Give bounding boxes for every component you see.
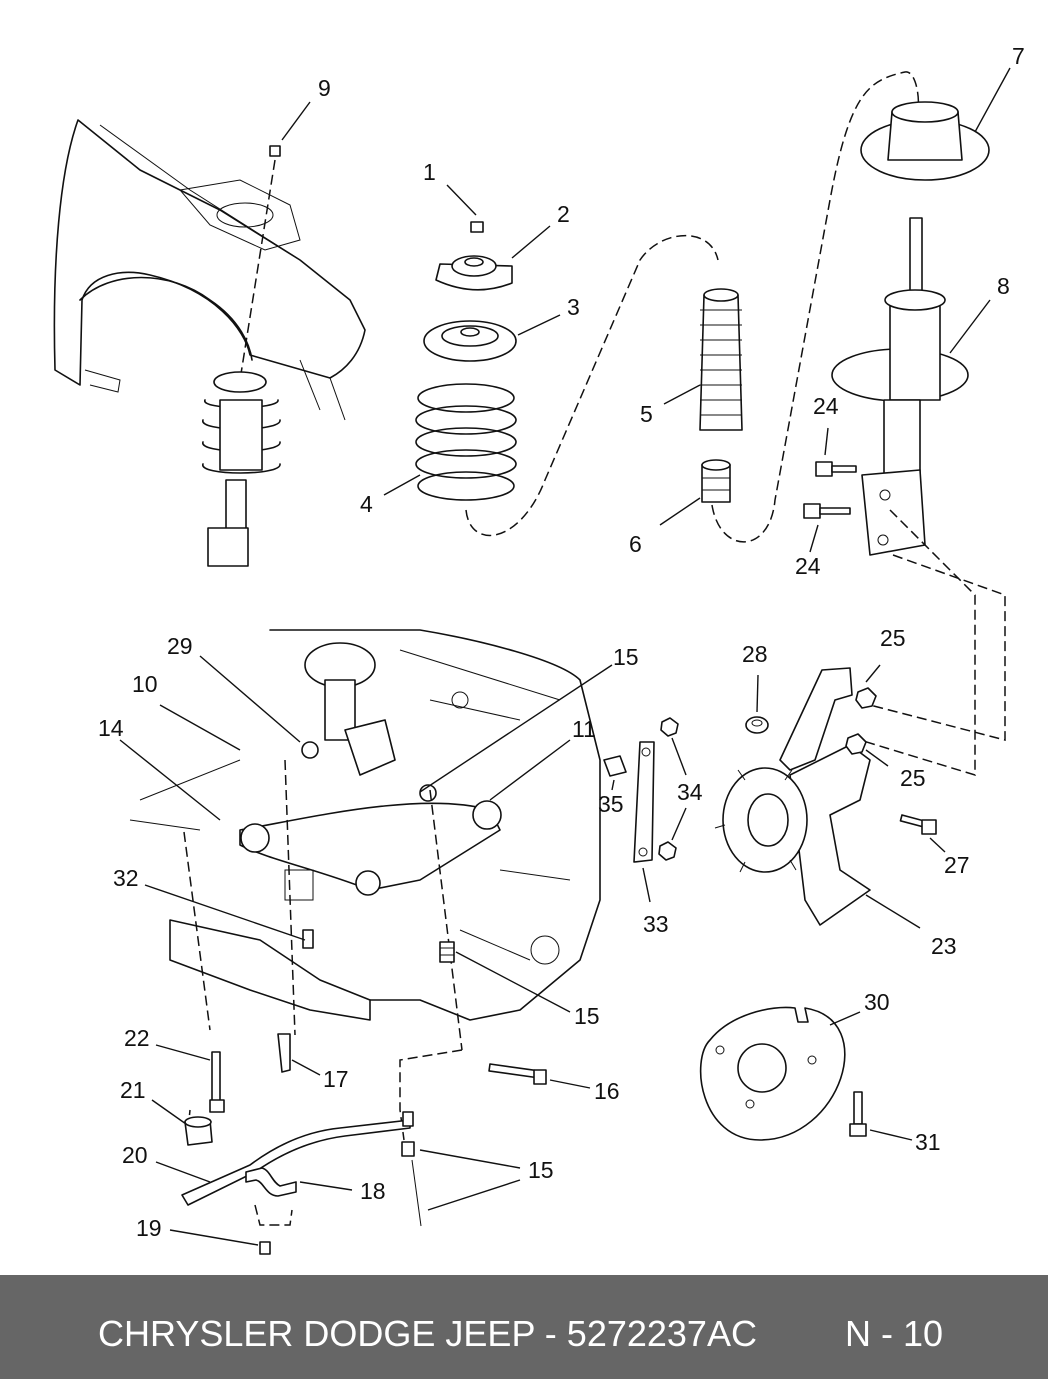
clamp-bolt-drawing — [259, 1241, 271, 1255]
cradle-bolt-drawing — [209, 1051, 225, 1113]
callout-7: 7 — [1012, 43, 1025, 69]
sway-bar-clamp-drawing — [245, 1167, 297, 1197]
callout-5: 5 — [640, 401, 653, 427]
callout-24-lower: 24 — [795, 553, 821, 579]
sway-bar-bushing-drawing — [184, 1116, 213, 1146]
footer-page-number: N - 10 — [845, 1313, 944, 1354]
link-bushing-drawing — [401, 1111, 415, 1157]
knuckle-bolt-drawing — [899, 814, 937, 835]
callout-29: 29 — [167, 633, 193, 659]
callout-17: 17 — [323, 1066, 349, 1092]
callout-22: 22 — [124, 1025, 150, 1051]
callout-33: 33 — [643, 911, 669, 937]
callout-6: 6 — [629, 531, 642, 557]
steering-knuckle-drawing — [714, 667, 871, 926]
strut-nut-drawing — [470, 221, 484, 233]
knuckle-nut-drawing — [845, 733, 867, 755]
strut-bolt-upper-drawing — [815, 461, 857, 477]
callout-32: 32 — [113, 865, 139, 891]
callout-14: 14 — [98, 715, 124, 741]
callout-3: 3 — [567, 294, 580, 320]
callout-11: 11 — [572, 716, 596, 742]
stabilizer-link-drawing — [633, 741, 655, 863]
tie-rod-nut-drawing — [855, 687, 877, 709]
callout-25-upper: 25 — [880, 625, 906, 651]
callout-8: 8 — [997, 273, 1010, 299]
suspension-exploded-diagram: 1 2 3 4 5 6 7 8 9 10 11 14 15 15 15 16 1… — [53, 43, 1025, 1255]
callout-21: 21 — [120, 1077, 146, 1103]
callout-2: 2 — [557, 201, 570, 227]
strut-assembly-drawing — [202, 371, 281, 567]
callout-1: 1 — [423, 159, 436, 185]
frame-control-arm-drawing — [129, 629, 601, 1021]
control-arm-bolt-drawing — [488, 1063, 547, 1085]
callout-31: 31 — [915, 1129, 941, 1155]
upper-spring-seat-drawing — [423, 320, 517, 362]
link-nut-upper-drawing — [660, 717, 679, 737]
fender-assembly-drawing — [53, 119, 366, 421]
callout-35: 35 — [598, 791, 624, 817]
fender-nut-drawing — [269, 145, 281, 157]
callout-9: 9 — [318, 75, 331, 101]
callout-34: 34 — [677, 779, 703, 805]
callout-25-lower: 25 — [900, 765, 926, 791]
callout-20: 20 — [122, 1142, 148, 1168]
dust-boot-drawing — [699, 288, 743, 431]
control-arm-bushing-drawing — [439, 941, 455, 963]
callout-10: 10 — [132, 671, 158, 697]
bracket-drawing — [277, 1033, 291, 1073]
callout-30: 30 — [864, 989, 890, 1015]
footer-title: CHRYSLER DODGE JEEP - 5272237AC — [98, 1313, 757, 1354]
callout-28: 28 — [742, 641, 768, 667]
shield-bolt-drawing — [849, 1091, 867, 1137]
link-nut-lower-drawing — [658, 841, 677, 861]
callout-15-middle: 15 — [574, 1003, 600, 1029]
callout-4: 4 — [360, 491, 373, 517]
strut-bolt-lower-drawing — [803, 503, 851, 519]
callout-15-lower: 15 — [528, 1157, 554, 1183]
callout-16: 16 — [594, 1078, 620, 1104]
coil-spring-drawing — [415, 383, 517, 501]
dust-shield-drawing — [699, 1006, 846, 1141]
footer-bar: CHRYSLER DODGE JEEP - 5272237AC N - 10 — [0, 1275, 1048, 1379]
callout-18: 18 — [360, 1178, 386, 1204]
callout-24-upper: 24 — [813, 393, 839, 419]
callout-15-upper: 15 — [613, 644, 639, 670]
upper-strut-mount-drawing — [435, 255, 513, 291]
callout-23: 23 — [931, 933, 957, 959]
jounce-bumper-drawing — [701, 459, 731, 503]
callout-27: 27 — [944, 852, 970, 878]
strut-drawing — [831, 217, 969, 556]
spring-isolator-drawing — [860, 101, 990, 181]
link-clip-drawing — [603, 755, 627, 777]
cotter-clip-drawing — [745, 716, 769, 734]
callout-19: 19 — [136, 1215, 162, 1241]
